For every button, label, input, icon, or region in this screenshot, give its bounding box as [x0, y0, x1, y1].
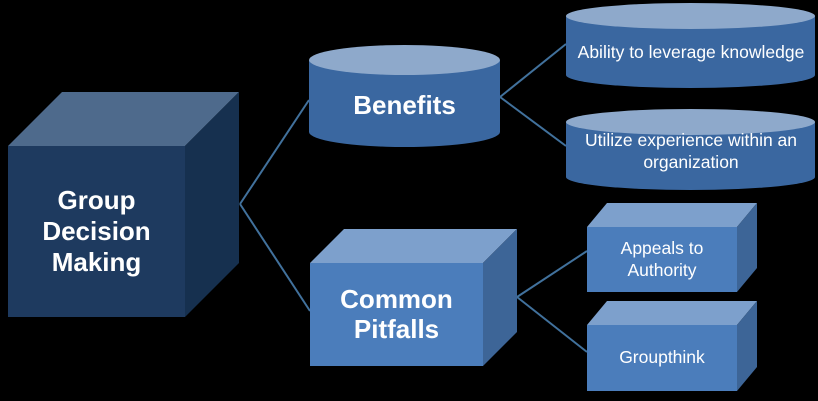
root-cube-front-face: [8, 146, 185, 317]
appeals-node-label: Appeals to Authority: [620, 238, 704, 280]
connector-benefits-to-utilize: [499, 96, 567, 147]
root-node-label: Group Decision Making: [42, 185, 151, 277]
groupthink-box-shape: [587, 301, 757, 391]
connector-root-to-pitfalls: [239, 203, 311, 312]
pitfalls-box-right-face: [483, 229, 517, 366]
groupthink-box-front-face: [587, 325, 737, 391]
ability-cylinder-top: [566, 3, 815, 29]
appeals-box-right-face: [737, 203, 757, 292]
ability-node-label: Ability to leverage knowledge: [577, 42, 805, 62]
appeals-box-top-face: [587, 203, 757, 227]
utilize-cylinder-shape: [566, 109, 815, 190]
benefits-cylinder-top: [309, 45, 500, 75]
root-cube-top-face: [8, 92, 239, 146]
connector-benefits-to-ability: [499, 43, 567, 98]
utilize-node-label: Utilize experience within an organizatio…: [584, 130, 798, 172]
connectors: [239, 43, 588, 353]
utilize-cylinder-top: [566, 109, 815, 135]
groupthink-node-label: Groupthink: [619, 347, 705, 367]
connector-root-to-benefits: [239, 99, 310, 205]
root-cube-right-face: [185, 92, 239, 317]
pitfalls-node-label: Common Pitfalls: [340, 284, 453, 344]
benefits-cylinder-shape: [309, 45, 500, 147]
benefits-cylinder-body: [309, 60, 500, 147]
ability-cylinder-body: [566, 16, 815, 88]
groupthink-box-right-face: [737, 301, 757, 391]
connector-pitfalls-to-appeals: [516, 250, 588, 298]
root-cube-shape: [8, 92, 239, 317]
pitfalls-box-front-face: [310, 263, 483, 366]
benefits-node-label: Benefits: [353, 90, 456, 120]
utilize-cylinder-body: [566, 122, 815, 190]
connector-pitfalls-to-groupthink: [516, 296, 588, 353]
groupthink-box-top-face: [587, 301, 757, 325]
ability-cylinder-shape: [566, 3, 815, 88]
appeals-box-shape: [587, 203, 757, 292]
pitfalls-box-shape: [310, 229, 517, 366]
appeals-box-front-face: [587, 227, 737, 292]
pitfalls-box-top-face: [310, 229, 517, 263]
